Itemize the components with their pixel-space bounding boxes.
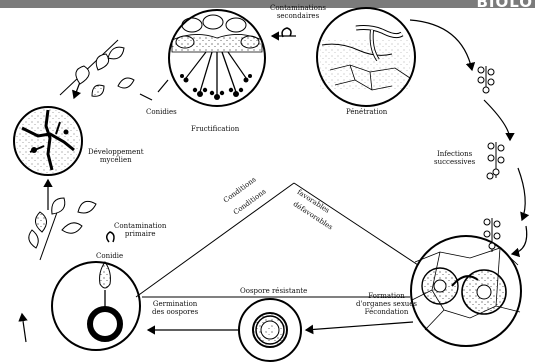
label-formation-organes: Formation d'organes sexués Fécondation: [356, 292, 417, 316]
grape-icons: [478, 66, 504, 252]
label-developpement-mycelien: Développement mycélien: [88, 148, 144, 164]
oospore-circle: [239, 299, 301, 361]
penetration-circle: [317, 8, 415, 106]
sexual-organs-circle: [411, 236, 521, 346]
label-contamination-primaire: Contamination primaire: [114, 222, 166, 238]
label-contaminations-secondaires: Contaminations secondaires: [270, 4, 326, 20]
label-oospore-resistante: Oospore résistante: [240, 287, 307, 295]
label-conidie: Conidie: [96, 252, 123, 260]
germination-circle: [52, 262, 140, 350]
conditions-triangle: [136, 183, 418, 297]
label-penetration: Pénétration: [346, 108, 387, 116]
label-infections-successives: Infections successives: [434, 150, 475, 166]
mycelium-circle: [14, 107, 82, 175]
label-germination: Germination des oospores: [152, 300, 198, 316]
label-conidies: Conidies: [146, 108, 177, 116]
label-fructification: Fructification: [191, 125, 239, 133]
fructification-circle: [169, 10, 265, 106]
primary-spore-icon: [107, 232, 114, 242]
